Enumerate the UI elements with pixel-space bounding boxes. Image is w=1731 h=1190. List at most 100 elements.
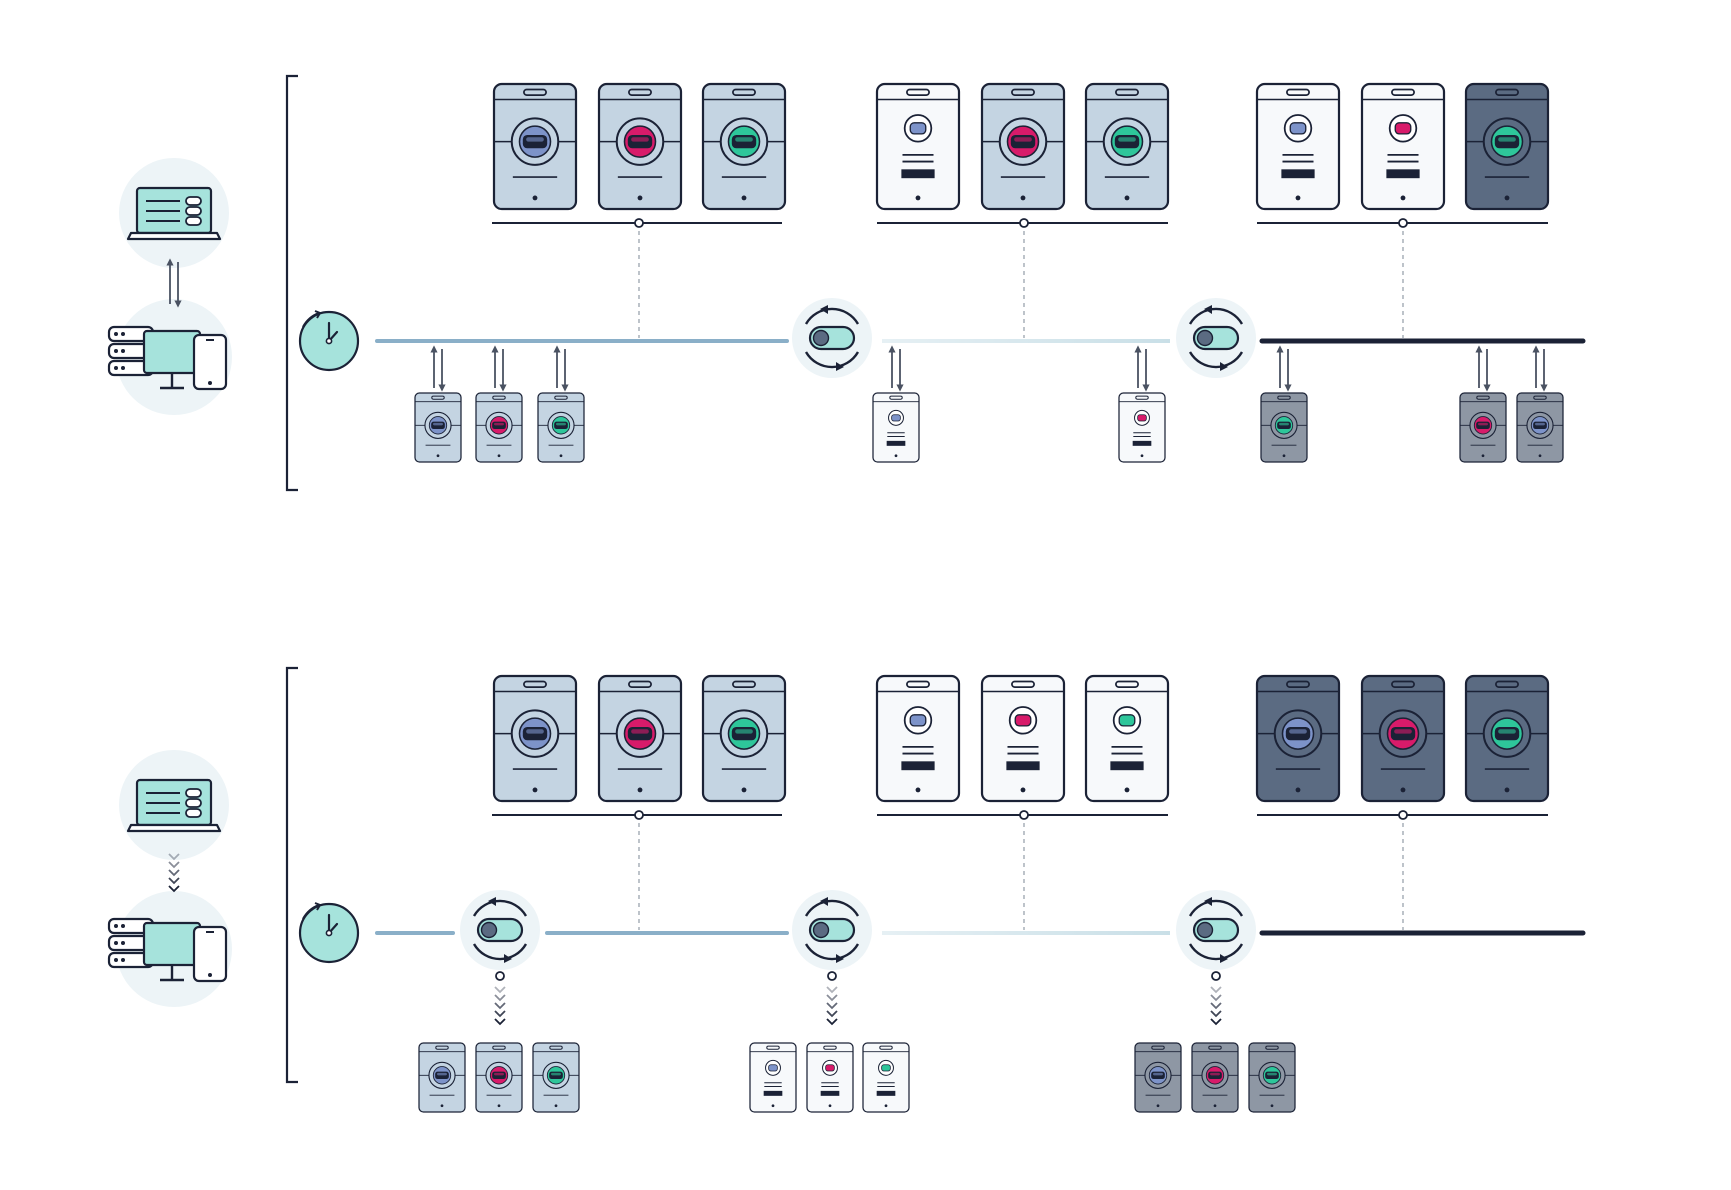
phone-home-button — [884, 1104, 888, 1108]
small-phone-8 — [1191, 1042, 1239, 1113]
phone-speaker — [1265, 1045, 1279, 1050]
profile-button — [886, 440, 906, 446]
laptop-pill-0 — [185, 788, 202, 798]
phone-speaker — [523, 88, 547, 96]
large-phone-card-3 — [1464, 674, 1550, 803]
phone-home-button — [1400, 787, 1406, 793]
laptop-icon — [119, 158, 229, 268]
segment-1 — [492, 82, 787, 338]
large-phone-card-3 — [701, 674, 787, 803]
phone-home-button — [1504, 787, 1510, 793]
profile-button — [1110, 761, 1144, 771]
phone-body — [1360, 82, 1446, 211]
large-phone-card-2 — [1360, 82, 1446, 211]
monitor-screen — [142, 329, 202, 375]
lens-mask — [431, 421, 445, 430]
phone-speaker — [435, 1045, 449, 1050]
server-desktop-phone-icon — [107, 891, 232, 1007]
server-led — [121, 941, 125, 945]
chevron-4 — [494, 1018, 506, 1026]
small-phone-4 — [749, 1042, 797, 1113]
phone-home-button — [532, 787, 538, 793]
profile-avatar-blue — [909, 122, 927, 135]
sync-arc-top — [804, 307, 860, 325]
sync-arrowhead-top — [820, 305, 828, 314]
phone-home-button — [436, 454, 440, 458]
chevron-0 — [826, 986, 838, 994]
sync-arc-bottom — [1188, 351, 1244, 369]
phone-speaker — [1286, 88, 1310, 96]
phone-speaker — [492, 1045, 506, 1050]
lens-glint — [1535, 422, 1545, 426]
bidirectional-arrows — [1276, 345, 1292, 392]
downward-chevrons — [1210, 986, 1222, 1026]
lens-glint — [1153, 1072, 1163, 1076]
sync-arrowhead-bottom — [1220, 954, 1228, 963]
profile-avatar-blue — [768, 1064, 778, 1072]
phone-speaker — [1476, 395, 1490, 400]
phone-speaker — [554, 395, 568, 400]
laptop-pill-2 — [185, 216, 202, 226]
toggle-knob — [480, 921, 498, 939]
phone-speaker — [879, 1045, 893, 1050]
panel-sync — [107, 74, 1586, 492]
lens-glint — [735, 729, 753, 734]
phone-speaker — [1391, 88, 1415, 96]
toggle-sync-icon — [460, 890, 540, 970]
sync-arc-bottom — [804, 351, 860, 369]
lens-mask — [492, 1071, 506, 1080]
toggle-knob — [812, 329, 830, 347]
profile-avatar-pink — [1394, 122, 1412, 135]
lens-glint — [551, 1072, 561, 1076]
profile-avatar-green — [1118, 714, 1136, 727]
profile-avatar-green — [881, 1064, 891, 1072]
sync-arc-bottom — [1188, 943, 1244, 961]
profile-button — [1006, 761, 1040, 771]
downward-chevrons — [494, 986, 506, 1026]
large-phone-card-3 — [701, 82, 787, 211]
phone-home-button — [915, 787, 921, 793]
sync-arrowhead-bottom — [504, 954, 512, 963]
large-phone-card-3 — [1464, 82, 1550, 211]
panel-bracket — [285, 666, 298, 1084]
server-led — [121, 332, 125, 336]
profile-avatar-blue — [891, 414, 901, 422]
bidirectional-arrows — [1532, 345, 1548, 392]
phone-home-button — [1282, 454, 1286, 458]
phone-home-button — [559, 454, 563, 458]
sync-arc-top — [1188, 307, 1244, 325]
chevron-0 — [494, 986, 506, 994]
bidirectional-arrows — [1134, 345, 1150, 392]
profile-avatar-pink — [1014, 714, 1032, 727]
lens-glint — [1014, 137, 1032, 142]
phone-speaker — [1533, 395, 1547, 400]
phone-speaker — [1115, 88, 1139, 96]
laptop-base — [126, 823, 222, 833]
phone-home-button — [1270, 1104, 1274, 1108]
clock-arrow-head — [314, 902, 322, 911]
phone-device — [192, 925, 228, 983]
lens-glint — [526, 729, 544, 734]
server-led — [114, 349, 118, 353]
chevron-1 — [168, 861, 180, 869]
phone-body — [862, 1042, 910, 1113]
lens-glint — [631, 729, 649, 734]
sync-arrowhead-top — [488, 897, 496, 906]
lens-mask — [1533, 421, 1547, 430]
panel-bracket — [285, 74, 298, 492]
large-phone-card-1 — [492, 82, 578, 211]
phone-speaker — [732, 680, 756, 688]
server-led — [114, 332, 118, 336]
chevron-2 — [1210, 1002, 1222, 1010]
large-phone-card-2 — [597, 82, 683, 211]
phone-speaker — [1391, 680, 1415, 688]
server-led — [121, 349, 125, 353]
sync-arrowhead-top — [1204, 305, 1212, 314]
lens-glint — [526, 137, 544, 142]
lens-mask — [1151, 1071, 1165, 1080]
downward-chevrons — [168, 853, 180, 893]
phone-speaker — [1208, 1045, 1222, 1050]
phone-home-button — [1400, 195, 1406, 201]
